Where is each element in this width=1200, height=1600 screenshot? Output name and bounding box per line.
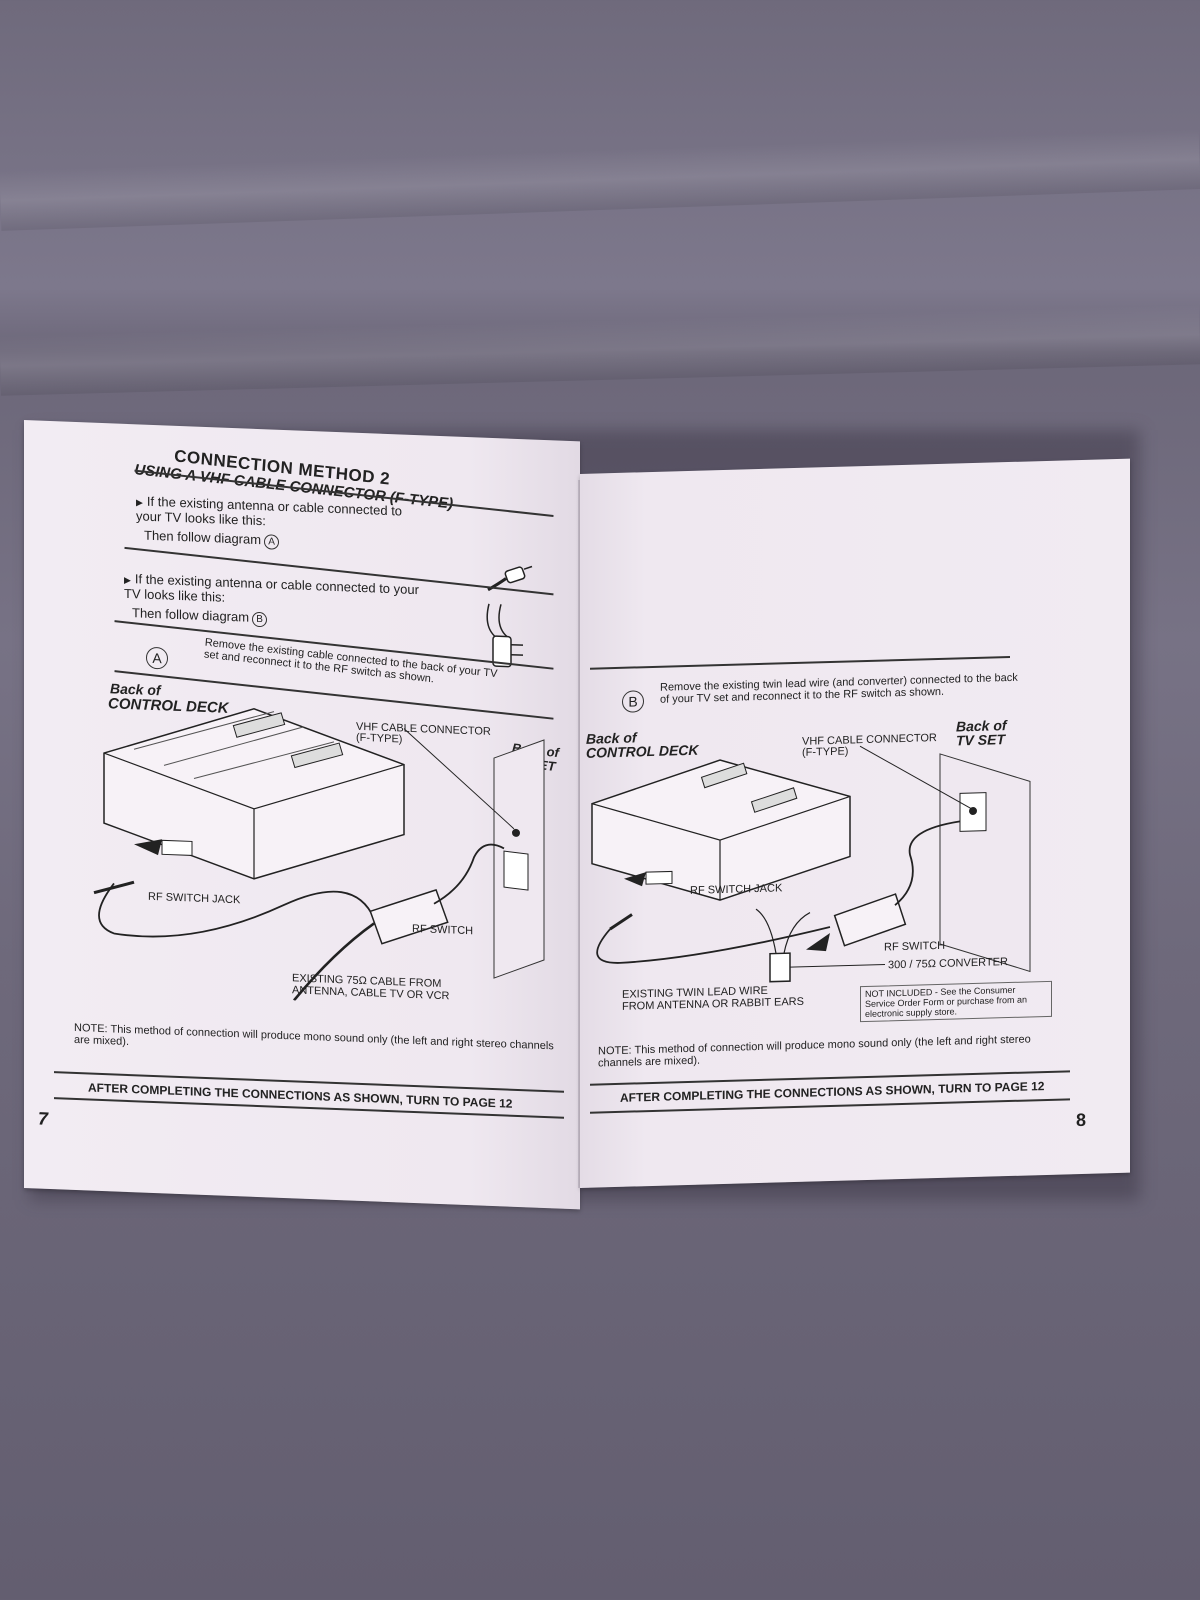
rf-switch-jack-label: RF SWITCH JACK [690,882,783,897]
control-deck-illustration [591,759,851,901]
manual-page-7: CONNECTION METHOD 2 USING A VHF CABLE CO… [24,420,580,1210]
background-fold [0,129,1200,231]
control-deck-illustration [103,708,405,880]
note-text: NOTE: This method of connection will pro… [598,1033,1031,1070]
note-text: NOTE: This method of connection will pro… [74,1021,554,1053]
background-fold [0,304,1200,396]
page-number: 7 [38,1108,49,1129]
connection-diagram-b [591,745,1031,983]
circle-letter-b: B [252,611,268,628]
circle-letter-b: B [622,690,644,713]
circle-letter-a: A [264,534,280,550]
rf-switch-label: RF SWITCH [884,939,946,954]
circle-letter-a: A [146,646,168,670]
not-included-box: NOT INCLUDED - See the Consumer Service … [860,980,1052,1023]
divider [590,655,1010,670]
tv-back-illustration [493,739,545,979]
manual-page-8: B Remove the existing twin lead wire (an… [580,458,1130,1189]
f-type-connector-icon [487,565,533,592]
converter-illustration [769,952,791,983]
page-number: 8 [1076,1109,1087,1131]
connection-diagram-a [93,708,545,1002]
twin-lead-plug-icon [486,603,523,668]
rf-switch-label: RF SWITCH [412,922,474,938]
step-b-instructions: Remove the existing twin lead wire (and … [660,671,1018,706]
tv-back-illustration [939,753,1031,973]
